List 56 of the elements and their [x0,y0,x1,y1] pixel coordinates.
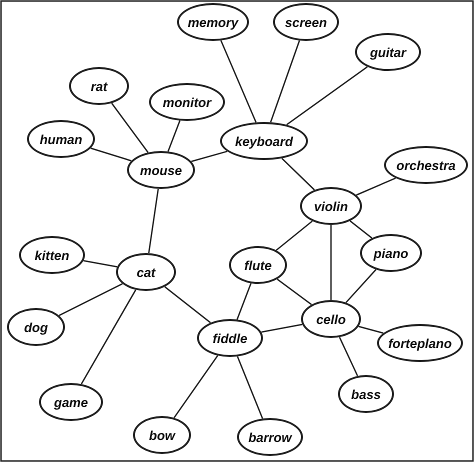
connector-line [356,177,396,196]
node-label: cello [316,312,346,326]
node-label: human [40,132,82,146]
node-label: bow [149,428,175,442]
connector-line [358,326,384,334]
node-label: fiddle [212,330,248,346]
connector-line [58,283,123,316]
node-label: guitar [370,44,406,60]
node-ellipse [7,308,65,346]
connector-line [83,260,118,268]
connector-line [270,40,300,122]
connector-line [236,283,252,320]
node-ellipse [220,122,308,160]
node-label: dog [24,320,48,334]
connector-line [148,188,159,254]
connector-line [338,336,358,376]
connector-line [90,148,132,162]
node-label: violin [314,198,348,214]
connector-line [276,220,313,251]
node-label: flute [244,258,272,272]
connector-line [174,355,218,418]
node-label: rat [90,78,108,94]
node-ellipse [338,375,394,413]
node-ellipse [116,253,176,291]
connector-line [167,120,181,152]
connector-line [350,220,372,239]
connector-line [191,150,228,162]
node-label: cat [136,264,156,280]
connector-line [345,269,376,303]
node-label: mouse [140,162,182,178]
node-ellipse [229,246,287,284]
node-label: barrow [248,430,292,444]
node-label: memory [188,14,238,30]
node-ellipse [300,187,362,225]
connector-line [276,278,312,306]
node-label: bass [351,386,381,402]
connector-line [220,40,257,123]
node-label: keyboard [235,134,293,148]
node-label: game [54,394,88,410]
node-ellipse [127,151,195,189]
connector-line [261,324,302,333]
node-ellipse [301,300,361,338]
connector-line [236,356,264,419]
node-label: monitor [162,94,212,110]
node-label: forteplano [388,336,452,350]
connector-line [80,290,136,384]
node-label: orchestra [396,158,456,172]
connector-line [111,102,149,153]
connector-line [164,286,211,324]
node-ellipse [377,324,463,362]
connector-line [330,225,332,300]
node-ellipse [27,120,95,158]
node-label: kitten [34,248,70,262]
node-label: piano [374,246,408,260]
node-label: screen [285,14,327,30]
connector-line [281,158,315,190]
